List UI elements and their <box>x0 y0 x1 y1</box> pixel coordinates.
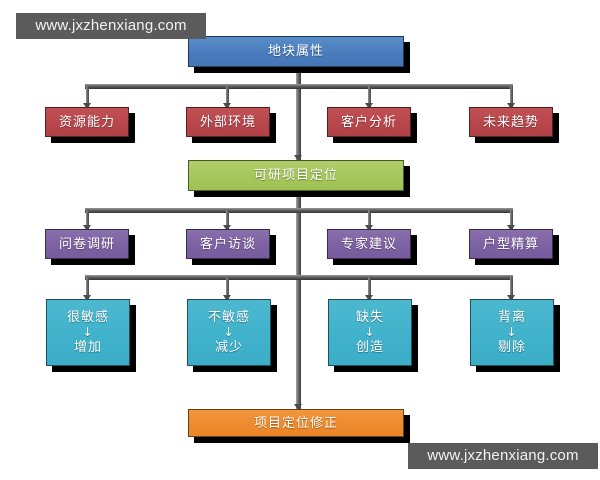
node-method-4[interactable]: 户型精算 <box>469 229 553 259</box>
arrow-analysis-2 <box>223 103 231 109</box>
node-positioning-label: 可研项目定位 <box>253 168 338 183</box>
node-analysis-4[interactable]: 未来趋势 <box>469 107 553 137</box>
connector-drop-result-2 <box>226 277 229 299</box>
connector-drop-method-4 <box>510 210 513 229</box>
node-result-2[interactable]: 不敏感 ↓ 减少 <box>187 299 271 366</box>
node-positioning[interactable]: 可研项目定位 <box>188 160 404 191</box>
node-root[interactable]: 地块属性 <box>188 36 404 67</box>
node-final[interactable]: 项目定位修正 <box>188 409 404 437</box>
connector-drop-method-2 <box>226 210 229 229</box>
connector-bus-result <box>85 275 513 280</box>
connector-drop-analysis-1 <box>86 86 89 107</box>
node-final-label: 项目定位修正 <box>253 415 338 431</box>
node-result-1[interactable]: 很敏感 ↓ 增加 <box>46 299 130 366</box>
arrow-method-1 <box>83 225 91 231</box>
watermark-top: www.jxzhenxiang.com <box>16 13 206 39</box>
node-analysis-2-label: 外部环境 <box>199 114 256 130</box>
node-method-1[interactable]: 问卷调研 <box>45 229 129 259</box>
node-analysis-3-label: 客户分析 <box>340 114 397 130</box>
connector-drop-analysis-4 <box>510 86 513 107</box>
node-result-4-bottom: 剔除 <box>497 340 526 355</box>
node-analysis-3[interactable]: 客户分析 <box>327 107 411 137</box>
arrow-positioning <box>294 155 302 161</box>
node-result-3-bottom: 创造 <box>355 340 384 355</box>
arrow-result-2 <box>223 295 231 301</box>
node-method-2[interactable]: 客户访谈 <box>186 229 270 259</box>
arrow-analysis-4 <box>507 103 515 109</box>
connector-drop-result-1 <box>86 277 89 299</box>
connector-bus-analysis <box>85 84 513 89</box>
node-root-label: 地块属性 <box>267 44 324 59</box>
down-arrow-icon: ↓ <box>364 325 376 339</box>
arrow-method-4 <box>507 225 515 231</box>
connector-drop-method-3 <box>368 210 371 229</box>
connector-drop-analysis-2 <box>226 86 229 107</box>
down-arrow-icon: ↓ <box>506 325 518 339</box>
node-analysis-1[interactable]: 资源能力 <box>45 107 129 137</box>
node-result-4-top: 背离 <box>497 310 526 325</box>
node-analysis-4-label: 未来趋势 <box>482 114 539 130</box>
node-result-1-top: 很敏感 <box>66 310 109 325</box>
node-result-3-top: 缺失 <box>355 310 384 325</box>
arrow-result-1 <box>83 295 91 301</box>
node-method-1-label: 问卷调研 <box>58 236 115 252</box>
node-method-2-label: 客户访谈 <box>199 236 256 252</box>
node-analysis-2[interactable]: 外部环境 <box>186 107 270 137</box>
arrow-analysis-1 <box>83 103 91 109</box>
node-method-4-label: 户型精算 <box>482 236 539 252</box>
arrow-method-3 <box>365 225 373 231</box>
connector-bus-method <box>85 208 513 213</box>
node-result-2-bottom: 减少 <box>214 340 243 355</box>
connector-drop-result-4 <box>510 277 513 299</box>
down-arrow-icon: ↓ <box>223 325 235 339</box>
node-result-1-bottom: 增加 <box>73 340 102 355</box>
arrow-result-4 <box>507 295 515 301</box>
connector-drop-analysis-3 <box>368 86 371 107</box>
connector-main-spine <box>296 67 301 414</box>
node-result-4[interactable]: 背离 ↓ 剔除 <box>470 299 554 366</box>
arrow-analysis-3 <box>365 103 373 109</box>
node-result-3[interactable]: 缺失 ↓ 创造 <box>328 299 412 366</box>
node-result-2-top: 不敏感 <box>207 310 250 325</box>
watermark-bottom: www.jxzhenxiang.com <box>408 443 598 469</box>
node-method-3-label: 专家建议 <box>340 236 397 252</box>
node-analysis-1-label: 资源能力 <box>58 114 115 130</box>
arrow-method-2 <box>223 225 231 231</box>
arrow-final <box>294 404 302 410</box>
down-arrow-icon: ↓ <box>82 325 94 339</box>
node-method-3[interactable]: 专家建议 <box>327 229 411 259</box>
connector-drop-result-3 <box>368 277 371 299</box>
connector-drop-method-1 <box>86 210 89 229</box>
arrow-result-3 <box>365 295 373 301</box>
